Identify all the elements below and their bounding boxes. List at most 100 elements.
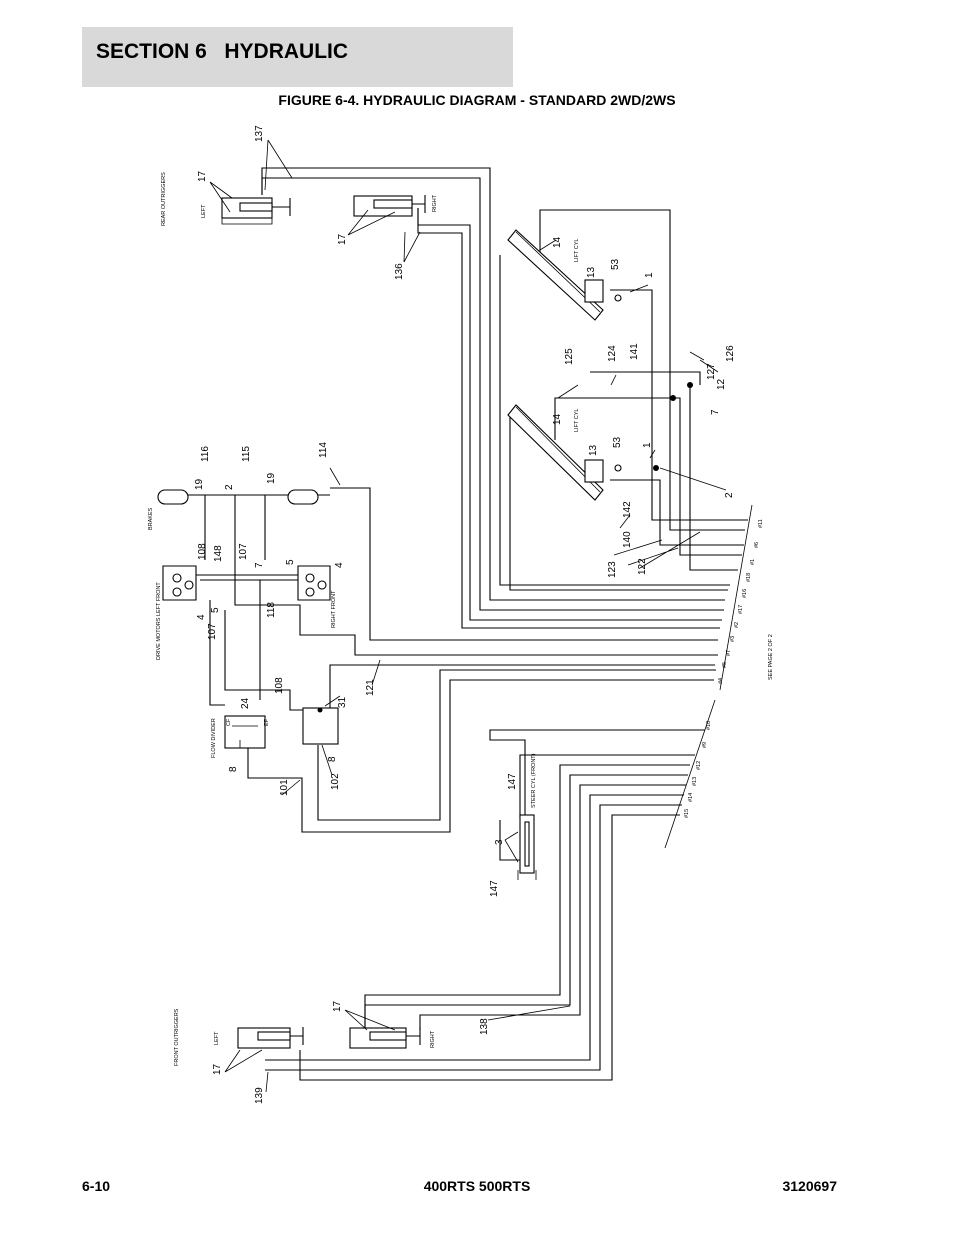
manifold-ports: #11 #6 #1 #18 #16 #17 #2 #3 #7 #5 #4 #10… bbox=[664, 504, 774, 849]
flow-divider bbox=[224, 715, 266, 749]
callout-number: 4 bbox=[334, 562, 345, 568]
port-label: #4 bbox=[718, 678, 724, 684]
component-label: SEE PAGE 2 OF 2 bbox=[768, 634, 774, 680]
callout-numbers: 137 17 17 136 14 13 53 1 125 124 141 127… bbox=[194, 125, 736, 1104]
rear-outrigger-left bbox=[221, 197, 291, 225]
junction-dot bbox=[670, 395, 676, 401]
port-label: #18 bbox=[746, 573, 752, 582]
label-front-outriggers: FRONT OUTRIGGERS bbox=[174, 1008, 180, 1066]
label-flow-divider: FLOW DIVIDER bbox=[211, 718, 217, 758]
port-label: #1 bbox=[750, 559, 756, 565]
callout-number: 24 bbox=[240, 697, 251, 709]
callout-number: 123 bbox=[607, 561, 618, 578]
drive-motor-right bbox=[297, 565, 331, 601]
port-label: #2 bbox=[734, 622, 740, 628]
callout-number: 3 bbox=[494, 839, 505, 845]
callout-number: 2 bbox=[724, 492, 735, 498]
label-brakes: BRAKES bbox=[148, 507, 154, 530]
steer-cylinder bbox=[517, 814, 537, 880]
section-title: SECTION 6 HYDRAULIC bbox=[96, 40, 349, 63]
brakes bbox=[157, 489, 319, 505]
lift-cylinder-top bbox=[507, 229, 622, 321]
port-label: #11 bbox=[758, 519, 764, 528]
port-label: #13 bbox=[692, 777, 698, 786]
front-outrigger-left bbox=[237, 1027, 304, 1049]
callout-number: 5 bbox=[210, 607, 221, 613]
callout-number: 13 bbox=[586, 266, 597, 278]
callout-number: 137 bbox=[254, 125, 265, 142]
callout-number: 102 bbox=[330, 773, 341, 790]
port-label: #9 bbox=[702, 742, 708, 748]
label-fd-cf: CF bbox=[226, 718, 232, 726]
label-rear-left: LEFT bbox=[201, 204, 207, 218]
callout-number: 139 bbox=[254, 1087, 265, 1104]
callout-number: 7 bbox=[254, 562, 265, 568]
callout-number: 115 bbox=[241, 446, 252, 462]
callout-number: 17 bbox=[197, 170, 208, 182]
label-steer-cyl: STEER CYL (FRONT) bbox=[531, 753, 537, 808]
callout-number: 19 bbox=[194, 478, 205, 490]
port-label: #17 bbox=[738, 605, 744, 614]
port-label: #7 bbox=[726, 650, 732, 656]
callout-number: 19 bbox=[266, 472, 277, 484]
callout-number: 116 bbox=[200, 446, 211, 462]
callout-number: 53 bbox=[610, 258, 621, 270]
callout-number: 17 bbox=[332, 1000, 343, 1012]
leader-lines bbox=[209, 139, 727, 1093]
drive-motor-left bbox=[162, 565, 197, 601]
callout-number: 4 bbox=[196, 614, 207, 620]
figure-title: FIGURE 6-4. HYDRAULIC DIAGRAM - STANDARD… bbox=[278, 92, 676, 108]
rear-outrigger-right bbox=[353, 195, 426, 217]
port-label: #12 bbox=[696, 761, 702, 770]
footer-part-number: 3120697 bbox=[782, 1178, 837, 1194]
callout-number: 127 bbox=[706, 363, 717, 380]
hose-lines bbox=[175, 167, 748, 1081]
port-label: #16 bbox=[742, 589, 748, 598]
callout-number: 2 bbox=[224, 484, 235, 490]
port-label: #5 bbox=[722, 662, 728, 668]
footer-model: 400RTS 500RTS bbox=[423, 1178, 531, 1194]
callout-number: 14 bbox=[552, 413, 563, 425]
label-lift-cyl-top: LIFT CYL bbox=[574, 239, 580, 262]
callout-number: 142 bbox=[622, 501, 633, 518]
lift-cylinder-bottom bbox=[507, 404, 622, 501]
label-fd-ef: EF bbox=[264, 718, 270, 726]
callout-number: 1 bbox=[644, 272, 655, 278]
section-header-bar bbox=[82, 27, 513, 87]
callout-number: 107 bbox=[238, 543, 249, 560]
footer-page-number: 6-10 bbox=[82, 1178, 111, 1194]
label-rear-outriggers: REAR OUTRIGGERS bbox=[161, 172, 167, 226]
callout-number: 121 bbox=[365, 679, 376, 696]
label-front-right: RIGHT bbox=[430, 1030, 436, 1048]
junction-dot bbox=[687, 382, 693, 388]
callout-number: 8 bbox=[327, 756, 338, 762]
callout-number: 125 bbox=[564, 348, 575, 365]
callout-number: 31 bbox=[337, 696, 348, 708]
valve-block bbox=[302, 707, 339, 745]
callout-number: 140 bbox=[622, 531, 633, 548]
callout-number: 114 bbox=[318, 442, 329, 458]
callout-number: 107 bbox=[207, 623, 218, 640]
callout-number: 118 bbox=[266, 602, 277, 618]
callout-number: 124 bbox=[607, 345, 618, 362]
port-label: #3 bbox=[730, 636, 736, 642]
callout-number: 138 bbox=[479, 1018, 490, 1035]
callout-number: 147 bbox=[489, 880, 500, 897]
callout-number: 7 bbox=[710, 409, 721, 415]
junction-dot bbox=[653, 465, 659, 471]
callout-number: 1 bbox=[642, 442, 653, 448]
callout-number: 13 bbox=[588, 444, 599, 456]
port-label: #14 bbox=[688, 793, 694, 802]
callout-number: 5 bbox=[285, 559, 296, 565]
callout-number: 141 bbox=[629, 343, 640, 360]
label-drive-motors-right: RIGHT FRONT bbox=[331, 590, 337, 628]
port-label: #10 bbox=[706, 721, 712, 730]
label-drive-motors-left: DRIVE MOTORS LEFT FRONT bbox=[156, 582, 162, 660]
port-label: #15 bbox=[684, 809, 690, 818]
callout-number: 136 bbox=[394, 263, 405, 280]
callout-number: 101 bbox=[279, 779, 290, 796]
label-rear-right: RIGHT bbox=[432, 194, 438, 212]
callout-number: 17 bbox=[337, 233, 348, 245]
callout-number: 8 bbox=[228, 766, 239, 772]
